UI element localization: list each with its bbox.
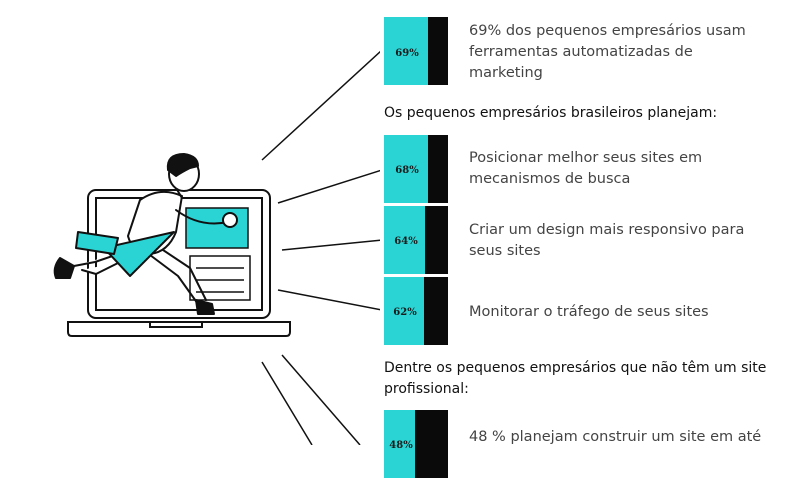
stat-text: 48 % planejam construir um site em até — [469, 429, 762, 445]
bar-svg: 69% — [384, 17, 448, 85]
leader-line — [281, 239, 380, 251]
bar-label: 69% — [395, 48, 419, 59]
bar-svg: 64% — [384, 206, 448, 274]
bar-64: 64% — [384, 206, 448, 274]
bar-48: 48% — [384, 410, 448, 478]
leader-line — [281, 354, 361, 445]
bar-fill — [384, 135, 428, 203]
bar-69: 69% — [384, 17, 448, 85]
bar-label: 64% — [394, 236, 418, 247]
bar-62: 62% — [384, 277, 448, 345]
bar-fill — [384, 206, 425, 274]
stat-text: Posicionar melhor seus sites em mecanism… — [469, 150, 703, 187]
bar-label: 62% — [393, 307, 417, 318]
bar-fill — [384, 277, 424, 345]
bar-remainder — [425, 206, 448, 274]
stat-text: Monitorar o tráfego de seus sites — [469, 304, 709, 320]
bar-label: 68% — [395, 165, 419, 176]
screen-content-icon — [185, 207, 251, 301]
bar-svg: 48% — [384, 410, 448, 478]
stat-text: Criar um design mais responsivo para seu… — [469, 222, 745, 259]
bar-label: 48% — [389, 440, 413, 451]
leader-line — [261, 50, 380, 161]
leader-lines — [261, 50, 380, 445]
bar-remainder — [428, 135, 448, 203]
bar-svg: 62% — [384, 277, 448, 345]
bar-remainder — [428, 17, 448, 85]
heading-no-site: Dentre os pequenos empresários que não t… — [384, 360, 767, 397]
bar-svg: 68% — [384, 135, 448, 203]
running-person-icon — [53, 153, 238, 315]
leader-line — [277, 169, 380, 204]
bar-68: 68% — [384, 135, 448, 203]
heading-plans: Os pequenos empresários brasileiros plan… — [384, 105, 718, 121]
stat-text: 69% dos pequenos empresários usam ferram… — [469, 23, 746, 81]
bar-fill — [384, 17, 428, 85]
person-running-out-of-laptop-illustration — [53, 50, 380, 445]
bar-remainder — [424, 277, 448, 345]
bar-remainder — [415, 410, 448, 478]
leader-line — [261, 361, 313, 445]
leader-line — [277, 289, 380, 311]
